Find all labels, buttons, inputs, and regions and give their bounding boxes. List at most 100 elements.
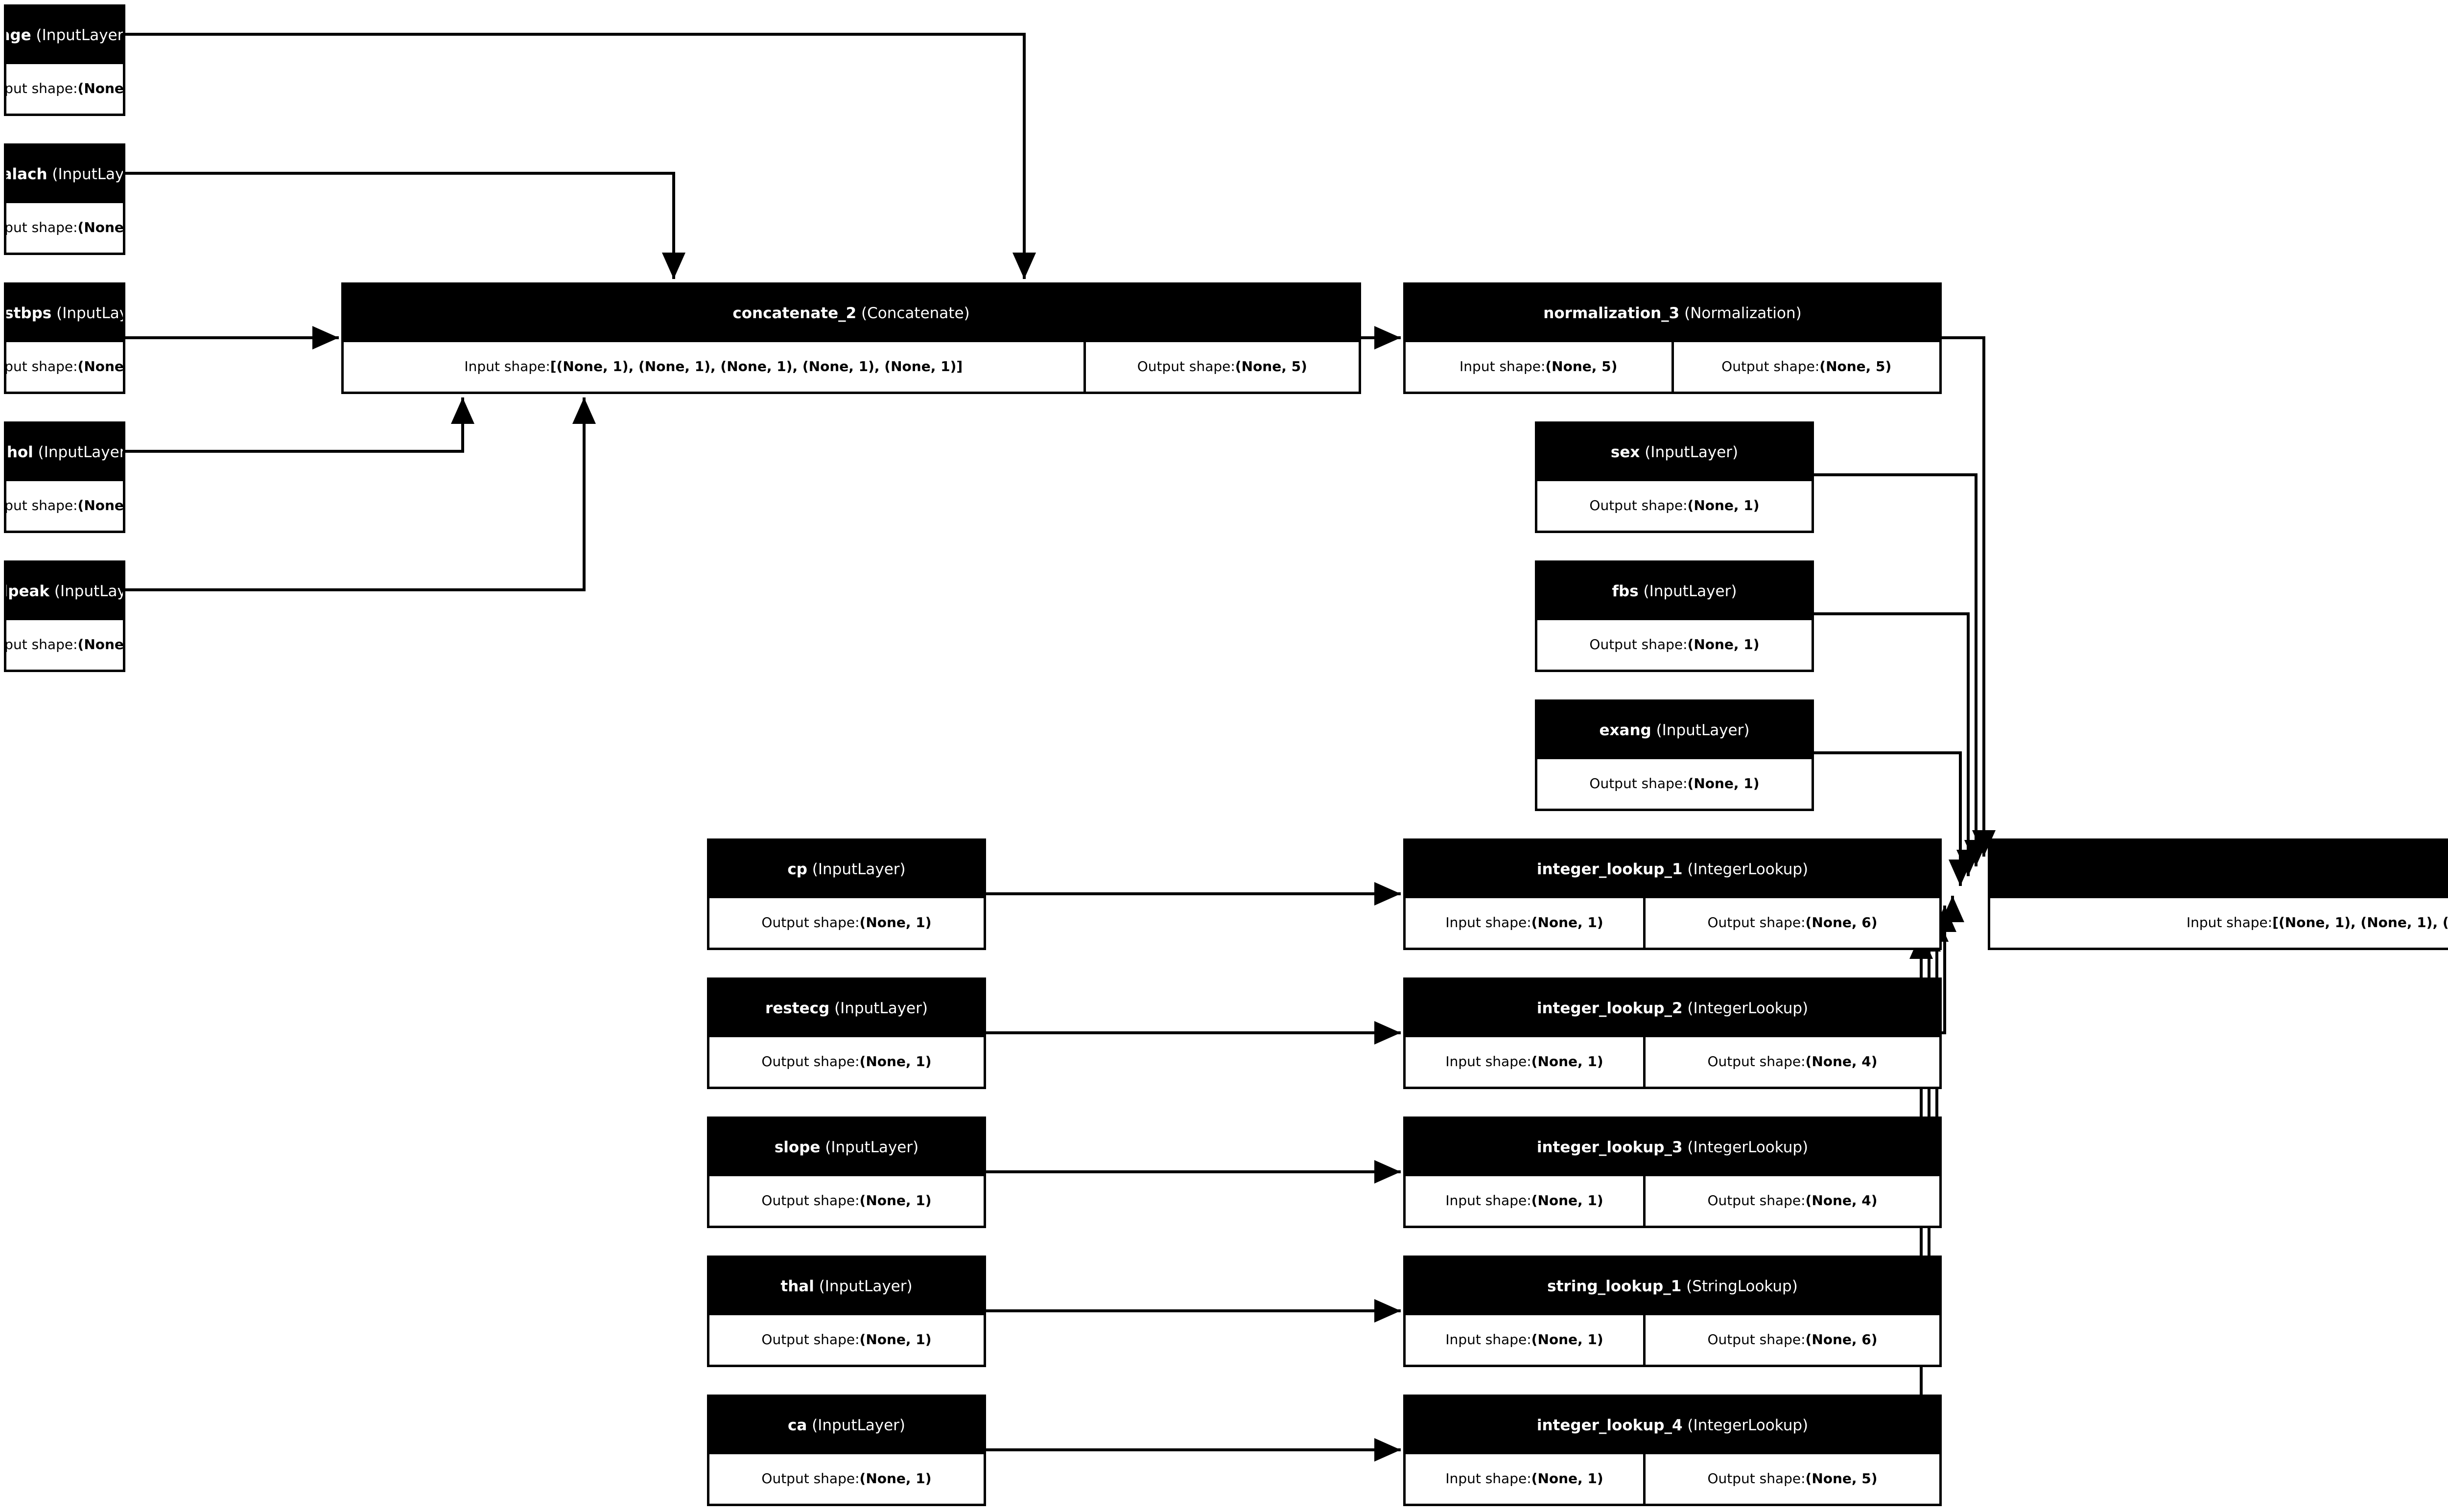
layer-type: (InputLayer) [1651,721,1750,740]
layer-name: slope [774,1139,821,1157]
shape-label: Output shape: [1707,1192,1806,1209]
layer-shape-row-fbs: Output shape:(None, 1) [1537,620,1812,670]
layer-type: (InputLayer) [52,165,123,184]
shape-value: (None, 6) [1805,1331,1878,1348]
layer-type: (Concatenate) [856,304,970,323]
shape-label: Output shape: [6,80,78,97]
layer-node-chol[interactable]: chol (InputLayer)Output shape:(None, 1) [4,421,125,533]
layer-node-concatenate_2[interactable]: concatenate_2 (Concatenate) Input shape:[… [341,282,1361,394]
layer-shape-row-thal: Output shape:(None, 1) [709,1315,984,1365]
layer-node-sex[interactable]: sex (InputLayer)Output shape:(None, 1) [1535,421,1814,533]
shape-value: (None, 1) [1531,1192,1603,1209]
output-shape-cell-restecg: Output shape:(None, 1) [709,1037,984,1087]
layer-shape-row-string_lookup_1: Input shape:(None, 1)Output shape:(None,… [1406,1315,1939,1365]
layer-name: integer_lookup_4 [1536,1417,1683,1435]
shape-label: Input shape: [1445,1331,1531,1348]
layer-node-exang[interactable]: exang (InputLayer)Output shape:(None, 1) [1535,699,1814,811]
shape-label: Output shape: [761,1470,860,1487]
layer-node-thal[interactable]: thal (InputLayer) Output shape:(None, 1) [707,1256,986,1367]
output-shape-cell-sex: Output shape:(None, 1) [1537,481,1812,531]
layer-title-integer_lookup_2: integer_lookup_2 (IntegerLookup) [1406,980,1939,1037]
layer-type: (InputLayer) [56,304,123,323]
layer-name: fbs [1612,582,1639,601]
shape-value: (None, 1) [77,358,123,375]
layer-node-concatenate_3[interactable]: concatenate_3 (Concatenate)Input shape:[… [1988,838,2448,950]
shape-value: (None, 1) [1531,1053,1603,1070]
shape-value: (None, 1) [1687,775,1760,792]
output-shape-cell-exang: Output shape:(None, 1) [1537,759,1812,809]
layer-name: thalach [6,165,47,184]
layer-node-normalization_3[interactable]: normalization_3 (Normalization)Input sha… [1403,282,1942,394]
shape-value: (None, 1) [1531,1470,1603,1487]
layer-node-cp[interactable]: cp (InputLayer)Output shape:(None, 1) [707,838,986,950]
layer-type: (InputLayer) [814,1278,913,1296]
layer-shape-row-concatenate_2: Input shape:[(None, 1), (None, 1), (None… [344,342,1359,392]
layer-name: sex [1610,443,1640,462]
layer-shape-row-thalach: Output shape:(None, 1) [6,203,123,253]
layer-node-restecg[interactable]: restecg (InputLayer)Output shape:(None, … [707,977,986,1089]
shape-label: Input shape: [1445,1192,1531,1209]
shape-label: Output shape: [6,219,78,236]
layer-type: (InputLayer) [820,1139,919,1157]
layer-type: (InputLayer) [54,582,123,601]
shape-label: Output shape: [1707,1331,1806,1348]
layer-node-integer_lookup_1[interactable]: integer_lookup_1 (IntegerLookup)Input sh… [1403,838,1942,950]
layer-name: thal [780,1278,814,1296]
shape-value: (None, 6) [1805,914,1878,931]
layer-title-restecg: restecg (InputLayer) [709,980,984,1037]
shape-label: Output shape: [6,636,78,653]
shape-value: (None, 1) [77,80,123,97]
layer-shape-row-oldpeak: Output shape:(None, 1) [6,620,123,670]
output-shape-cell-fbs: Output shape:(None, 1) [1537,620,1812,670]
output-shape-cell-normalization_3: Output shape:(None, 5) [1673,342,1939,392]
layer-node-fbs[interactable]: fbs (InputLayer)Output shape:(None, 1) [1535,560,1814,672]
layer-node-thalach[interactable]: thalach (InputLayer)Output shape:(None, … [4,143,125,255]
shape-label: Output shape: [761,1331,860,1348]
layer-title-trestbps: trestbps (InputLayer) [6,285,123,342]
output-shape-cell-age: Output shape:(None, 1) [6,64,123,114]
layer-shape-row-integer_lookup_4: Input shape:(None, 1)Output shape:(None,… [1406,1454,1939,1504]
layer-shape-row-concatenate_3: Input shape:[(None, 1), (None, 1), (None… [1990,898,2448,948]
edge-integer_lookup_2-to-concatenate_3 [1933,906,1956,1034]
layer-title-thalach: thalach (InputLayer) [6,146,123,203]
layer-name: oldpeak [6,582,50,601]
output-shape-cell-trestbps: Output shape:(None, 1) [6,342,123,392]
shape-label: Output shape: [761,1192,860,1209]
edge-thalach-to-concatenate_2 [125,172,685,279]
layer-node-integer_lookup_4[interactable]: integer_lookup_4 (IntegerLookup)Input sh… [1403,1395,1942,1506]
layer-node-ca[interactable]: ca (InputLayer)Output shape:(None, 1) [707,1395,986,1506]
layer-shape-row-integer_lookup_2: Input shape:(None, 1)Output shape:(None,… [1406,1037,1939,1087]
shape-value: (None, 1) [77,497,123,514]
layer-node-oldpeak[interactable]: oldpeak (InputLayer) Output shape:(None, … [4,560,125,672]
layer-node-trestbps[interactable]: trestbps (InputLayer)Output shape:(None,… [4,282,125,394]
input-shape-cell-integer_lookup_3: Input shape:(None, 1) [1406,1176,1644,1226]
edge-normalization_3-to-concatenate_3 [1942,336,1996,857]
output-shape-cell-cp: Output shape:(None, 1) [709,898,984,948]
input-shape-cell-concatenate_3: Input shape:[(None, 1), (None, 1), (None… [1990,898,2448,948]
shape-value: [(None, 1), (None, 1), (None, 1), (None,… [2272,914,2448,931]
edge-oldpeak-to-concatenate_2 [125,397,596,591]
output-shape-cell-integer_lookup_2: Output shape:(None, 4) [1646,1037,1939,1087]
shape-value: (None, 1) [77,219,123,236]
output-shape-cell-string_lookup_1: Output shape:(None, 6) [1646,1315,1939,1365]
output-shape-cell-integer_lookup_1: Output shape:(None, 6) [1646,898,1939,948]
layer-shape-row-ca: Output shape:(None, 1) [709,1454,984,1504]
shape-label: Output shape: [1589,497,1688,514]
shape-value: (None, 5) [1545,358,1618,375]
layer-node-integer_lookup_2[interactable]: integer_lookup_2 (IntegerLookup)Input sh… [1403,977,1942,1089]
layer-shape-row-integer_lookup_3: Input shape:(None, 1) Output shape: (None,… [1406,1176,1939,1226]
layer-shape-row-slope: Output shape:(None, 1) [709,1176,984,1226]
layer-title-normalization_3: normalization_3 (Normalization) [1406,285,1939,342]
layer-node-slope[interactable]: slope (InputLayer) Output shape:(None, 1) [707,1117,986,1228]
layer-title-integer_lookup_4: integer_lookup_4 (IntegerLookup) [1406,1397,1939,1454]
layer-node-string_lookup_1[interactable]: string_lookup_1 (StringLookup)Input shap… [1403,1256,1942,1367]
layer-type: (IntegerLookup) [1682,861,1809,879]
layer-title-sex: sex (InputLayer) [1537,424,1812,481]
layer-name: concatenate_2 [732,304,857,323]
layer-node-age[interactable]: age (InputLayer)Output shape:(None, 1) [4,4,125,116]
layer-node-integer_lookup_3[interactable]: integer_lookup_3 (IntegerLookup)Input sh… [1403,1117,1942,1228]
shape-label: Output shape: [1589,636,1688,653]
layer-name: age [6,26,31,45]
